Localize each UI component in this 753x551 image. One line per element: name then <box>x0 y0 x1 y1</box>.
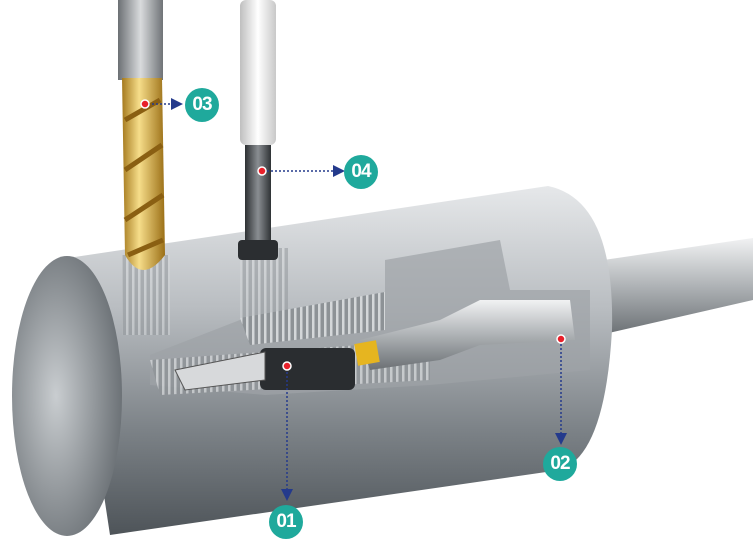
tap-shank <box>240 0 276 145</box>
callout-badge-01: 01 <box>269 505 303 539</box>
callout-badge-04: 04 <box>344 155 378 189</box>
threading-insert <box>354 340 380 366</box>
callout-markers <box>140 99 566 371</box>
boring-bar <box>360 300 575 370</box>
insert-holder <box>260 348 355 390</box>
tap-head <box>238 240 278 260</box>
workpiece-face <box>12 256 122 536</box>
callout-leaders <box>148 98 567 501</box>
machine-shaft <box>590 238 753 335</box>
drill-flutes <box>122 78 165 270</box>
drill-shank <box>118 0 163 80</box>
callout-badge-02: 02 <box>543 447 577 481</box>
drill-flute-lines <box>123 97 165 258</box>
small-bore-tool <box>174 351 266 391</box>
callout-badge-03: 03 <box>185 88 219 122</box>
internal-thread <box>240 292 385 345</box>
tap-neck <box>245 145 271 245</box>
